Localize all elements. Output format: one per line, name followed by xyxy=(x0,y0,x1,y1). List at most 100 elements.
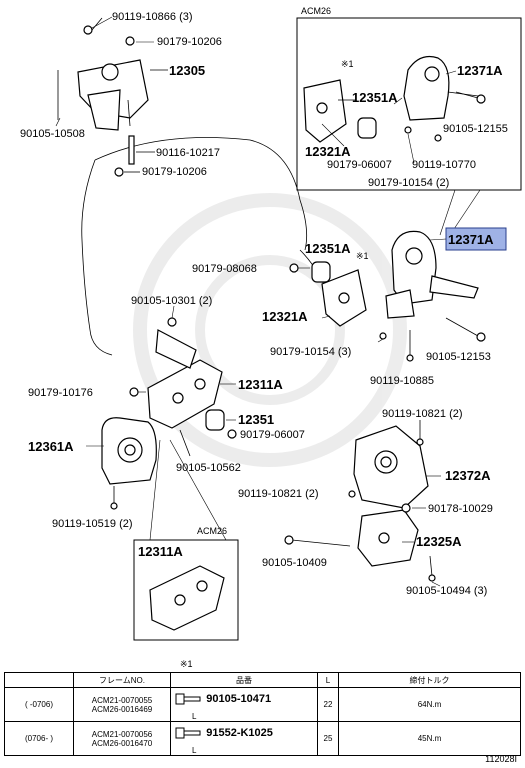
watermark-emblem xyxy=(133,193,407,467)
label-12311A-main: 12311A xyxy=(238,377,283,392)
table-note-mark: ※1 xyxy=(180,659,193,669)
cell-period: ( -0706) xyxy=(4,687,74,722)
exploded-parts-diagram: ACM26 ACM26 xyxy=(20,6,522,641)
label-90105-12153: 90105-12153 xyxy=(426,351,491,363)
bolt-icon xyxy=(175,693,201,705)
cell-part: 90105-10471 L xyxy=(170,687,318,722)
nut-90179-10206-icon xyxy=(125,36,135,46)
label-90105-10562: 90105-10562 xyxy=(176,462,241,474)
label-90119-10885: 90119-10885 xyxy=(370,375,434,387)
cell-period: (0706- ) xyxy=(4,721,74,756)
cell-length: 25 xyxy=(317,721,339,756)
label-90179-06007-top: 90179-06007 xyxy=(327,159,392,171)
bolt-90105-12155-icon xyxy=(455,91,486,104)
cell-frame-to: ACM26-0016470 xyxy=(91,738,153,748)
table-header-row: フレームNO. 品番 L 締付トルク xyxy=(4,672,521,688)
part-12311A-detail-shape xyxy=(149,565,225,631)
label-12361A: 12361A xyxy=(28,439,74,454)
cell-frame-from: ACM21-0070055 xyxy=(91,695,153,705)
label-12351: 12351 xyxy=(238,412,274,427)
bolt-icon xyxy=(175,727,201,739)
fastener-table: フレームNO. 品番 L 締付トルク ( -0706) ACM21-007005… xyxy=(4,672,521,756)
label-90105-10301: 90105-10301 (2) xyxy=(131,295,212,307)
acm26-box-title-bottom: ACM26 xyxy=(197,526,227,536)
cell-frame-to: ACM26-0016469 xyxy=(91,704,153,714)
label-90119-10866: 90119-10866 (3) xyxy=(112,11,193,23)
label-90105-10409: 90105-10409 xyxy=(262,557,327,569)
nut-90179-10176-icon xyxy=(129,387,139,397)
part-12325A-shape xyxy=(357,509,419,567)
acm26-box-title-top: ACM26 xyxy=(301,6,331,16)
bolt-90119-10821a-icon xyxy=(416,420,424,446)
bolt-90119-10821b-icon xyxy=(348,490,356,498)
label-90116-10217: 90116-10217 xyxy=(156,147,220,159)
label-12371A-top: 12371A xyxy=(457,63,503,78)
label-12311A-box: 12311A xyxy=(138,544,183,559)
part-12351-shape xyxy=(205,409,225,431)
note-mark-main: ※1 xyxy=(356,251,369,261)
stud-90116-10217-icon xyxy=(128,135,135,165)
part-12311A-main-shape xyxy=(147,329,223,429)
cell-part-number[interactable]: 91552-K1025 xyxy=(206,727,273,740)
label-12372A: 12372A xyxy=(445,468,491,483)
part-12321A-main-shape xyxy=(321,269,367,327)
cell-frame-from: ACM21-0070056 xyxy=(91,729,153,739)
label-12351A-main: 12351A xyxy=(305,241,351,256)
acm26-detail-box-top xyxy=(296,17,522,191)
cell-length: 22 xyxy=(317,687,339,722)
table-header-torque: 締付トルク xyxy=(338,672,521,688)
cell-part-number[interactable]: 90105-10471 xyxy=(206,693,272,706)
label-12351A-top: 12351A xyxy=(352,90,398,105)
label-12371A-main: 12371A xyxy=(448,232,494,247)
label-90179-10176: 90179-10176 xyxy=(28,387,93,399)
label-90179-10154-main: 90179-10154 (3) xyxy=(270,346,351,358)
cell-l-mark: L xyxy=(192,712,197,721)
label-90119-10770: 90119-10770 xyxy=(412,159,476,171)
cell-torque: 64N.m xyxy=(338,687,521,722)
label-90179-06007: 90179-06007 xyxy=(240,429,305,441)
label-12321A-top: 12321A xyxy=(305,144,351,159)
label-90119-10519: 90119-10519 (2) xyxy=(52,518,133,530)
part-12305-shape xyxy=(57,59,149,131)
part-12372A-shape xyxy=(353,425,429,509)
part-12351A-main-shape xyxy=(311,261,331,283)
label-12321A-main: 12321A xyxy=(262,309,308,324)
label-12305: 12305 xyxy=(169,63,205,78)
bolt-90105-12153-icon xyxy=(445,317,486,342)
bolt-90105-10301-icon xyxy=(167,317,177,327)
table-header-frame: フレームNO. xyxy=(73,672,171,688)
label-12325A: 12325A xyxy=(416,534,462,549)
label-90119-10821b: 90119-10821 (2) xyxy=(238,488,319,500)
table-header-length: L xyxy=(317,672,339,688)
nut-90178-10029-icon xyxy=(401,503,411,513)
part-12351A-top-shape xyxy=(357,117,377,139)
bolt-90105-10494-icon xyxy=(428,555,436,582)
label-90105-10508: 90105-10508 xyxy=(20,128,85,140)
acm26-detail-box-bottom xyxy=(133,539,239,641)
bolt-90119-10885-icon xyxy=(406,330,414,362)
part-12361A-shape xyxy=(101,417,157,485)
label-90105-12155: 90105-12155 xyxy=(443,123,508,135)
nut-90179-10206b-icon xyxy=(114,167,124,177)
cell-l-mark: L xyxy=(192,746,197,755)
cell-torque: 45N.m xyxy=(338,721,521,756)
part-12371A-main-shape xyxy=(385,230,479,319)
bolt-90119-10866-icon xyxy=(83,17,103,35)
diagram-code: 112028I xyxy=(485,754,517,764)
nut-90179-08068-icon xyxy=(289,263,299,273)
table-header-part-no: 品番 xyxy=(170,672,318,688)
label-90119-10821a: 90119-10821 (2) xyxy=(382,408,463,420)
label-90179-08068: 90179-08068 xyxy=(192,263,257,275)
label-90178-10029: 90178-10029 xyxy=(428,503,493,515)
label-90179-10206a: 90179-10206 xyxy=(157,36,222,48)
label-90179-10206b: 90179-10206 xyxy=(142,166,207,178)
part-12371A-top-shape xyxy=(403,55,479,121)
cell-part: 91552-K1025 L xyxy=(170,721,318,756)
table-header-period xyxy=(4,672,74,688)
part-12321A-top-shape xyxy=(303,79,347,143)
